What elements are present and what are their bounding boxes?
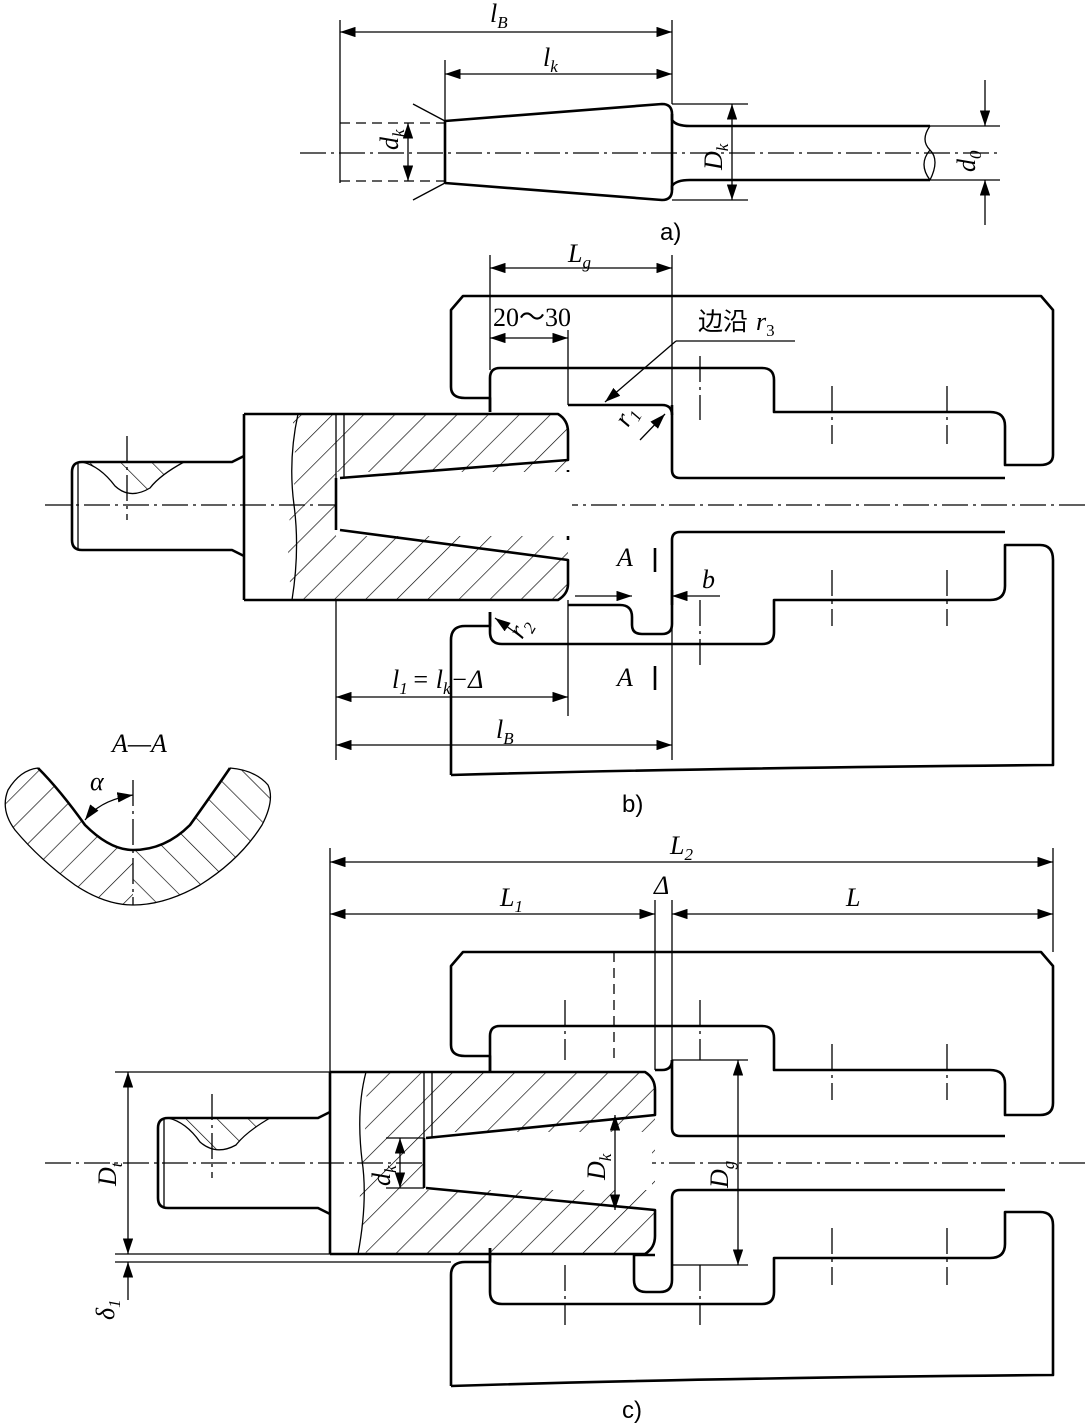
svg-text:L2: L2 (669, 831, 693, 864)
label-lB-b: l (496, 715, 503, 744)
label-lB-a: l (490, 0, 497, 28)
figure-b: Lg 20～30 边沿 r3 r1 r2 A A b l1= lk−Δ lB b… (45, 239, 1085, 818)
label-l1: l (392, 665, 399, 694)
svg-text:l1= lk−Δ: l1= lk−Δ (392, 665, 483, 698)
label-delta: Δ (653, 871, 669, 900)
label-alpha: α (90, 767, 105, 796)
svg-text:lB: lB (490, 0, 508, 32)
svg-text:Lg: Lg (567, 239, 591, 272)
label-L1: L (499, 883, 514, 912)
figure-a: lB lk dk Dk d0 a) (300, 0, 1000, 246)
label-Dk-a: D (699, 151, 728, 171)
label-dk-c: d (367, 1172, 396, 1186)
label-L: L (845, 883, 860, 912)
svg-text:lB: lB (496, 715, 514, 748)
label-delta1: δ (91, 1307, 120, 1320)
label-L2: L (669, 831, 684, 860)
svg-text:Dk: Dk (699, 143, 732, 171)
svg-text:Dt: Dt (93, 1161, 126, 1187)
section-aa: A—A α (4, 729, 272, 906)
label-lk-a: l (543, 43, 550, 72)
svg-text:dk: dk (375, 129, 408, 150)
label-Lg: L (567, 239, 582, 268)
svg-text:Dg: Dg (705, 1161, 738, 1189)
label-dk-a: d (375, 136, 404, 150)
label-b: b (702, 565, 715, 594)
label-A-bottom: A (615, 663, 633, 692)
section-aa-title: A—A (110, 729, 167, 758)
svg-text:边沿 r3: 边沿 r3 (698, 307, 775, 340)
svg-text:δ1: δ1 (91, 1299, 124, 1320)
label-d0-a: d (952, 158, 981, 172)
label-range: 20～30 (493, 303, 571, 332)
caption-c: c) (622, 1397, 642, 1424)
svg-text:dk: dk (367, 1165, 400, 1186)
svg-text:L1: L1 (499, 883, 523, 916)
figure-c: L2 L1 Δ L Dt dk Dk Dg δ1 c) (45, 831, 1085, 1424)
caption-a: a) (660, 219, 681, 246)
svg-text:r2: r2 (502, 612, 540, 645)
svg-text:d0: d0 (952, 150, 985, 172)
label-A-top: A (615, 543, 633, 572)
label-Dg: D (705, 1169, 734, 1189)
label-Dk-c: D (582, 1161, 611, 1181)
label-edge-note: 边沿 (698, 307, 756, 336)
label-Dt: D (93, 1167, 122, 1187)
caption-b: b) (622, 791, 643, 818)
svg-text:Dk: Dk (582, 1153, 615, 1181)
svg-text:lk: lk (543, 43, 558, 76)
